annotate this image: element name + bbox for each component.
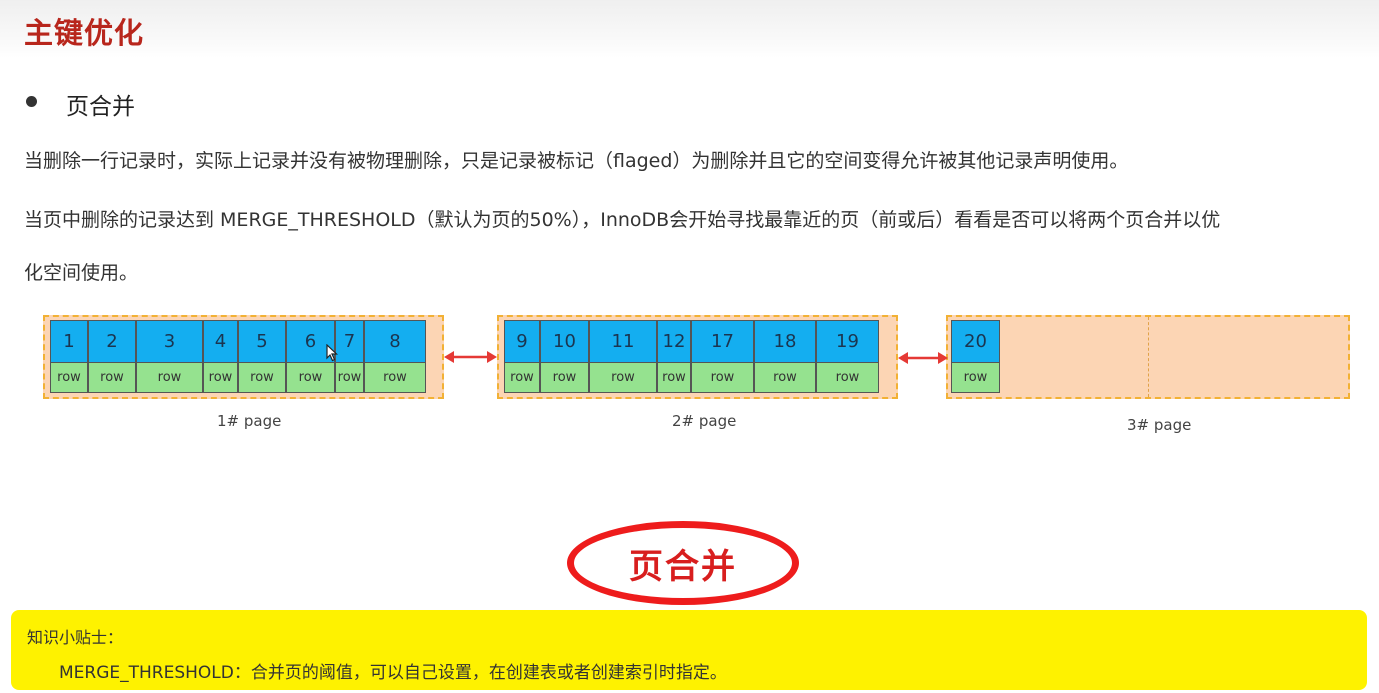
page-3-label: 3# page: [1127, 416, 1192, 434]
record-row-cell: row: [657, 362, 691, 393]
paragraph-1: 当删除一行记录时，实际上记录并没有被物理删除，只是记录被标记（flaged）为删…: [24, 150, 1129, 172]
tip-text: MERGE_THRESHOLD：合并页的阈值，可以自己设置，在创建表或者创建索引…: [59, 663, 727, 683]
record-key-cell: 11: [589, 320, 657, 363]
record-row-cell: row: [364, 362, 426, 393]
record-row-cell: row: [504, 362, 540, 393]
record-key-cell: 20: [951, 320, 1000, 363]
record-row-cell: row: [691, 362, 754, 393]
page-1-label: 1# page: [217, 412, 282, 430]
record-key-cell: 19: [816, 320, 879, 363]
record-key-cell: 18: [754, 320, 816, 363]
record-key-cell: 4: [203, 320, 238, 363]
record-row-cell: row: [754, 362, 816, 393]
header-bar: [0, 0, 1379, 58]
bullet-dot: [26, 96, 37, 107]
record-row-cell: row: [540, 362, 589, 393]
merge-highlight-badge: 页合并: [567, 521, 799, 605]
record-row-cell: row: [50, 362, 88, 393]
record-key-cell: 5: [238, 320, 286, 363]
double-arrow-icon: [444, 351, 497, 363]
record-row-cell: row: [816, 362, 879, 393]
record-row-cell: row: [88, 362, 136, 393]
record-row-cell: row: [203, 362, 238, 393]
record-key-cell: 9: [504, 320, 540, 363]
record-row-cell: row: [589, 362, 657, 393]
paragraph-2: 当页中删除的记录达到 MERGE_THRESHOLD（默认为页的50%），Inn…: [24, 209, 1221, 231]
tip-title: 知识小贴士：: [27, 628, 124, 647]
record-key-cell: 3: [136, 320, 203, 363]
record-row-cell: row: [286, 362, 335, 393]
page-3-divider: [1148, 317, 1149, 397]
record-key-cell: 6: [286, 320, 335, 363]
record-key-cell: 8: [364, 320, 426, 363]
mouse-cursor-icon: [326, 344, 338, 362]
tip-box: 知识小贴士： MERGE_THRESHOLD：合并页的阈值，可以自己设置，在创建…: [11, 610, 1367, 690]
double-arrow-icon: [898, 352, 948, 364]
record-row-cell: row: [238, 362, 286, 393]
record-key-cell: 1: [50, 320, 88, 363]
page-title: 主键优化: [24, 16, 145, 50]
record-key-cell: 10: [540, 320, 589, 363]
record-row-cell: row: [136, 362, 203, 393]
record-key-cell: 7: [335, 320, 364, 363]
record-key-cell: 12: [657, 320, 691, 363]
paragraph-3: 化空间使用。: [24, 262, 139, 284]
record-row-cell: row: [335, 362, 364, 393]
record-key-cell: 17: [691, 320, 754, 363]
page-2-label: 2# page: [672, 412, 737, 430]
record-row-cell: row: [951, 362, 1000, 393]
section-heading: 页合并: [66, 94, 135, 120]
record-key-cell: 2: [88, 320, 136, 363]
